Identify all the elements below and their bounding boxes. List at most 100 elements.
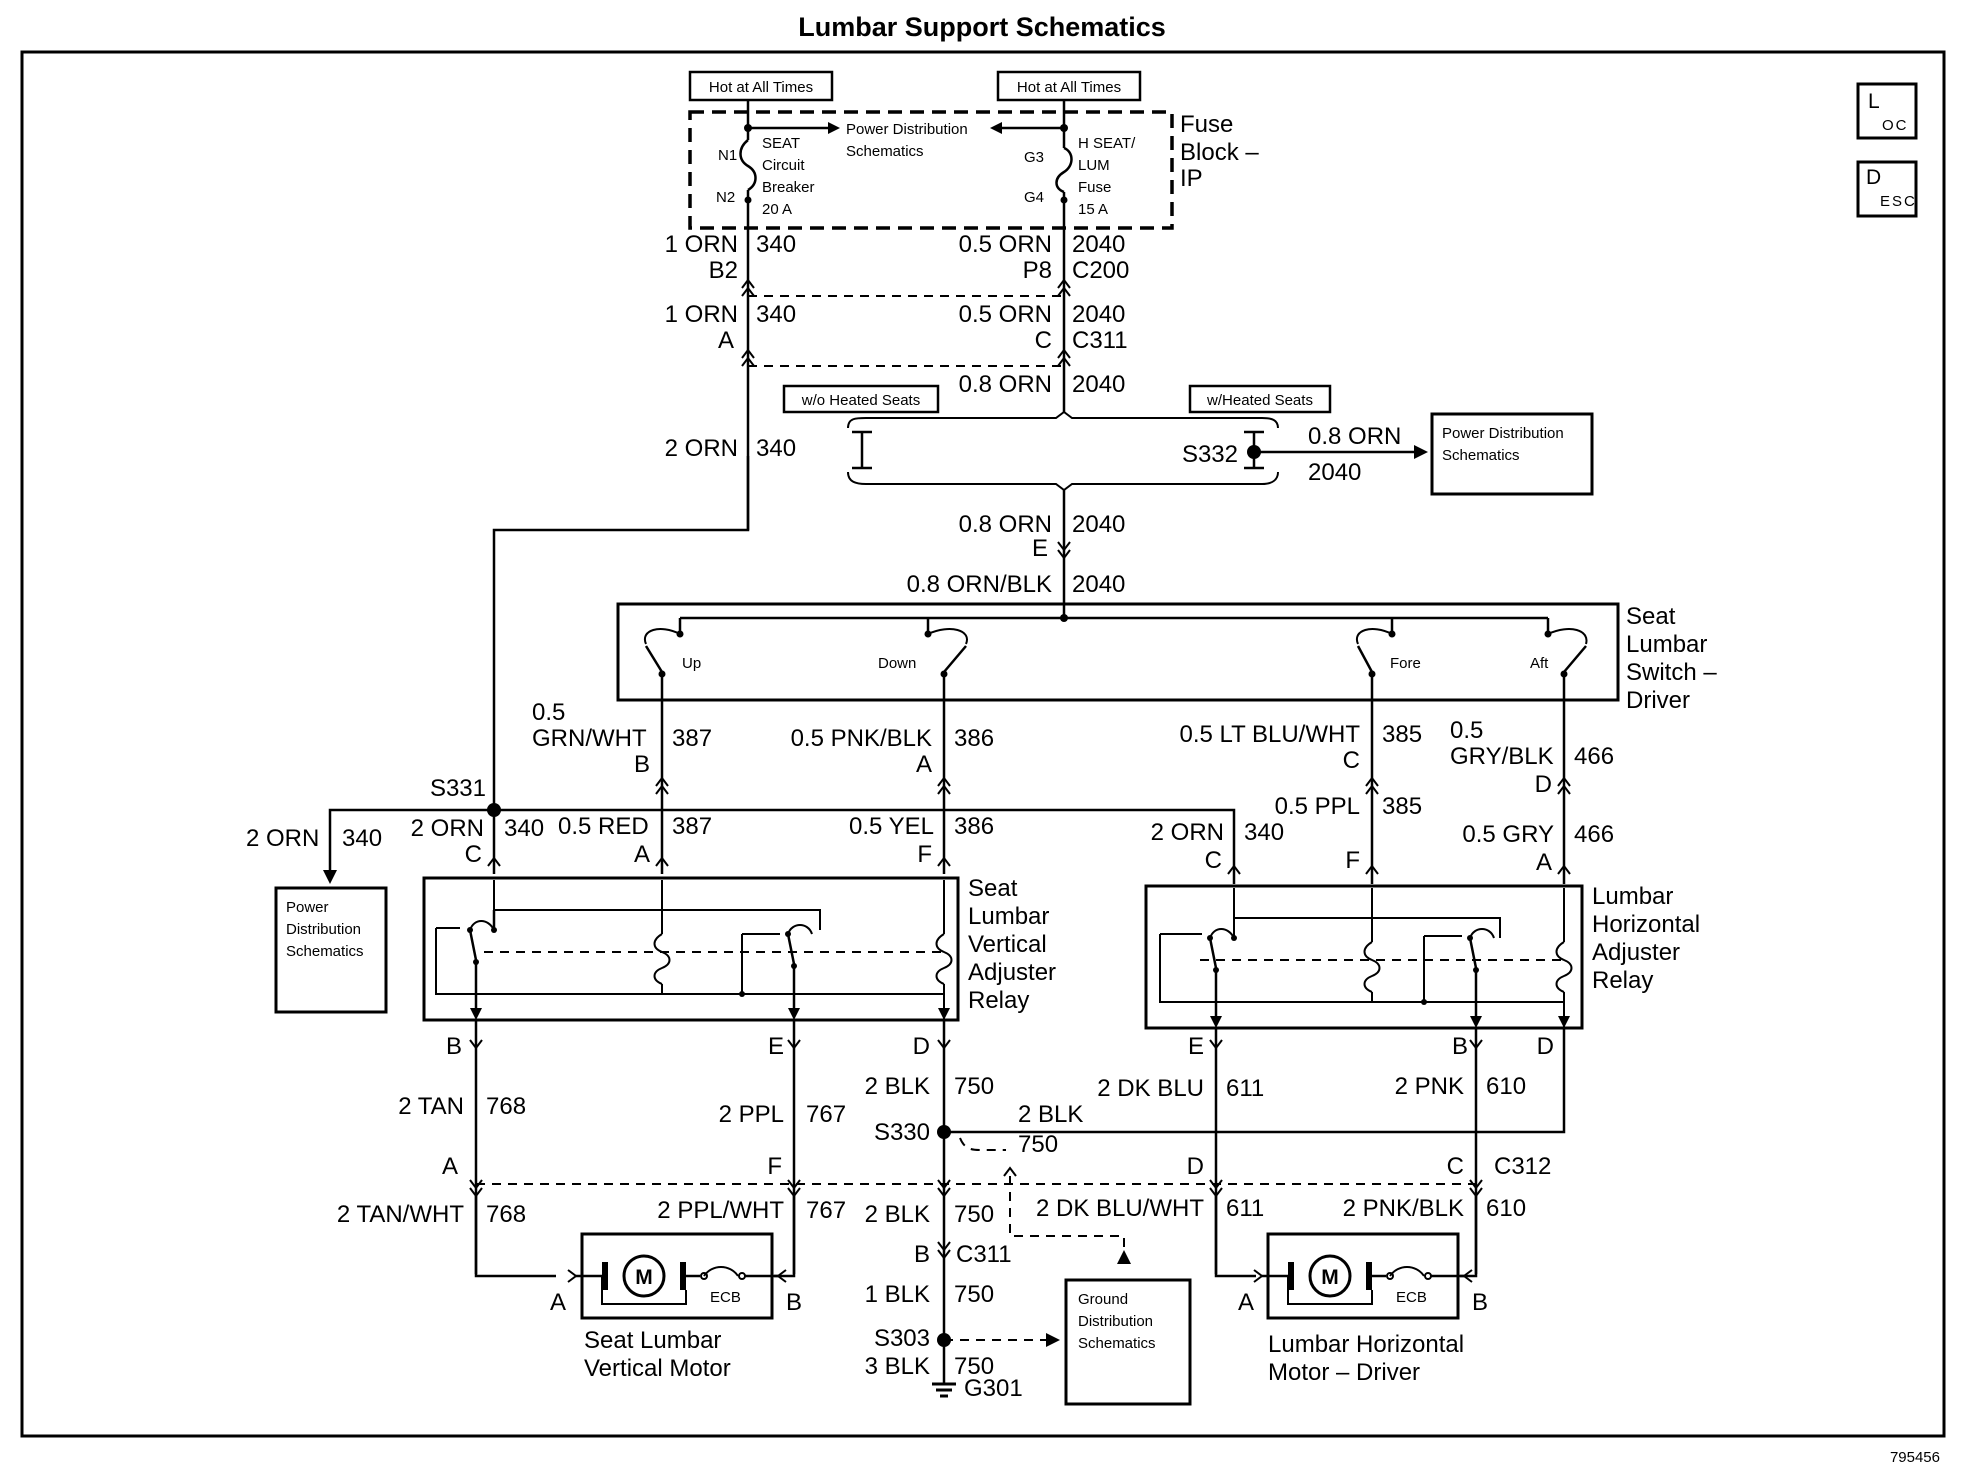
svg-text:15 A: 15 A bbox=[1078, 201, 1108, 218]
diagram-title: Lumbar Support Schematics bbox=[798, 12, 1166, 42]
svg-text:Hot at All Times: Hot at All Times bbox=[709, 79, 813, 96]
svg-text:1 ORN: 1 ORN bbox=[665, 301, 738, 328]
svg-text:387: 387 bbox=[672, 725, 712, 752]
svg-text:2 TAN/WHT: 2 TAN/WHT bbox=[337, 1201, 464, 1228]
svg-text:B: B bbox=[446, 1033, 462, 1060]
svg-text:C200: C200 bbox=[1072, 257, 1129, 284]
svg-text:2 PPL: 2 PPL bbox=[719, 1101, 784, 1128]
svg-text:386: 386 bbox=[954, 813, 994, 840]
svg-text:OC: OC bbox=[1882, 117, 1909, 134]
switch-contact-aft: Aft bbox=[1530, 655, 1549, 672]
power-distribution-link-s332[interactable]: Power Distribution Schematics bbox=[1430, 412, 1594, 496]
svg-text:466: 466 bbox=[1574, 743, 1614, 770]
svg-text:750: 750 bbox=[954, 1073, 994, 1100]
svg-text:2 ORN: 2 ORN bbox=[411, 815, 484, 842]
with-heated-seats-label: w/Heated Seats bbox=[1188, 384, 1332, 414]
svg-text:0.8 ORN: 0.8 ORN bbox=[959, 371, 1052, 398]
svg-text:GRY/BLK: GRY/BLK bbox=[1450, 743, 1554, 770]
svg-text:Schematics: Schematics bbox=[286, 943, 364, 960]
svg-text:C: C bbox=[1447, 1153, 1464, 1180]
svg-text:610: 610 bbox=[1486, 1195, 1526, 1222]
svg-text:0.5 ORN: 0.5 ORN bbox=[959, 301, 1052, 328]
fuse-power-distribution-link[interactable]: Power Distribution bbox=[846, 121, 968, 138]
svg-text:466: 466 bbox=[1574, 821, 1614, 848]
hot-at-all-times-right: Hot at All Times bbox=[996, 70, 1142, 102]
svg-text:3 BLK: 3 BLK bbox=[865, 1353, 930, 1380]
svg-text:Driver: Driver bbox=[1626, 687, 1690, 714]
svg-text:D: D bbox=[1535, 771, 1552, 798]
svg-text:C: C bbox=[1035, 327, 1052, 354]
svg-text:750: 750 bbox=[1018, 1131, 1058, 1158]
svg-text:2 DK BLU/WHT: 2 DK BLU/WHT bbox=[1036, 1195, 1204, 1222]
hot-at-all-times-left: Hot at All Times bbox=[688, 70, 834, 102]
svg-text:Power: Power bbox=[286, 899, 329, 916]
svg-text:2040: 2040 bbox=[1072, 371, 1125, 398]
svg-text:w/Heated Seats: w/Heated Seats bbox=[1206, 392, 1313, 409]
ground-g301-icon bbox=[932, 1382, 956, 1398]
svg-text:B: B bbox=[786, 1289, 802, 1316]
svg-text:C312: C312 bbox=[1494, 1153, 1551, 1180]
svg-text:Seat: Seat bbox=[1626, 603, 1676, 630]
svg-text:S332: S332 bbox=[1182, 441, 1238, 468]
fuse-power-distribution-link-line2[interactable]: Schematics bbox=[846, 143, 924, 160]
svg-text:C: C bbox=[1205, 847, 1222, 874]
svg-text:Lumbar Horizontal: Lumbar Horizontal bbox=[1268, 1331, 1464, 1358]
svg-text:Adjuster: Adjuster bbox=[1592, 939, 1680, 966]
svg-text:Seat Lumbar: Seat Lumbar bbox=[584, 1327, 721, 1354]
svg-text:D: D bbox=[913, 1033, 930, 1060]
svg-text:B2: B2 bbox=[709, 257, 738, 284]
svg-text:611: 611 bbox=[1226, 1195, 1264, 1222]
svg-text:B: B bbox=[914, 1241, 930, 1268]
svg-text:Lumbar: Lumbar bbox=[1592, 883, 1673, 910]
svg-text:A: A bbox=[634, 841, 650, 868]
svg-text:B: B bbox=[634, 751, 650, 778]
h-seat-lum-fuse: G3 G4 H SEAT/ LUM Fuse 15 A bbox=[1024, 128, 1136, 218]
svg-text:0.5: 0.5 bbox=[1450, 717, 1483, 744]
power-distribution-link-s331[interactable]: Power Distribution Schematics bbox=[274, 886, 388, 1014]
svg-text:G3: G3 bbox=[1024, 149, 1044, 166]
svg-text:w/o Heated Seats: w/o Heated Seats bbox=[801, 392, 920, 409]
lumbar-horizontal-motor: M ECB Lumbar Horizontal Motor – Driver bbox=[1253, 1232, 1473, 1386]
svg-text:2 ORN: 2 ORN bbox=[246, 825, 319, 852]
svg-text:Circuit: Circuit bbox=[762, 157, 805, 174]
svg-text:Horizontal: Horizontal bbox=[1592, 911, 1700, 938]
svg-text:768: 768 bbox=[486, 1201, 526, 1228]
figure-number: 795456 bbox=[1890, 1449, 1940, 1466]
svg-text:2 PPL/WHT: 2 PPL/WHT bbox=[657, 1197, 784, 1224]
seat-lumbar-vertical-adjuster-relay: Seat Lumbar Vertical Adjuster Relay bbox=[422, 875, 1056, 1022]
svg-text:Schematics: Schematics bbox=[1442, 447, 1520, 464]
svg-text:Lumbar: Lumbar bbox=[1626, 631, 1707, 658]
svg-text:B: B bbox=[1452, 1033, 1468, 1060]
svg-text:F: F bbox=[1345, 847, 1360, 874]
switch-contact-fore: Fore bbox=[1390, 655, 1421, 672]
ground-distribution-link[interactable]: Ground Distribution Schematics bbox=[1064, 1278, 1192, 1406]
svg-text:A: A bbox=[916, 751, 932, 778]
svg-text:2040: 2040 bbox=[1072, 511, 1125, 538]
svg-text:B: B bbox=[1472, 1289, 1488, 1316]
seat-circuit-breaker: N1 N2 SEAT Circuit Breaker 20 A bbox=[716, 128, 815, 218]
svg-text:2040: 2040 bbox=[1072, 301, 1125, 328]
svg-text:386: 386 bbox=[954, 725, 994, 752]
svg-text:611: 611 bbox=[1226, 1075, 1264, 1102]
svg-text:750: 750 bbox=[954, 1353, 994, 1380]
svg-text:E: E bbox=[768, 1033, 784, 1060]
svg-text:Block –: Block – bbox=[1180, 139, 1259, 166]
svg-text:Switch –: Switch – bbox=[1626, 659, 1717, 686]
loc-icon[interactable]: L OC bbox=[1856, 82, 1918, 140]
svg-text:0.5: 0.5 bbox=[532, 699, 565, 726]
svg-text:1 ORN: 1 ORN bbox=[665, 231, 738, 258]
svg-text:2 ORN: 2 ORN bbox=[665, 435, 738, 462]
svg-text:C: C bbox=[1343, 747, 1360, 774]
svg-text:2040: 2040 bbox=[1308, 459, 1361, 486]
svg-text:2 PNK: 2 PNK bbox=[1395, 1073, 1464, 1100]
svg-text:0.5 YEL: 0.5 YEL bbox=[849, 813, 934, 840]
svg-text:2 BLK: 2 BLK bbox=[865, 1073, 930, 1100]
svg-text:Schematics: Schematics bbox=[1078, 1335, 1156, 1352]
svg-text:Vertical Motor: Vertical Motor bbox=[584, 1355, 731, 1382]
svg-text:1 BLK: 1 BLK bbox=[865, 1281, 930, 1308]
svg-text:LUM: LUM bbox=[1078, 157, 1110, 174]
svg-text:M: M bbox=[1321, 1266, 1339, 1289]
desc-icon[interactable]: D ESC bbox=[1856, 160, 1918, 218]
switch-contact-up: Up bbox=[682, 655, 701, 672]
svg-text:0.5 LT BLU/WHT: 0.5 LT BLU/WHT bbox=[1180, 721, 1361, 748]
